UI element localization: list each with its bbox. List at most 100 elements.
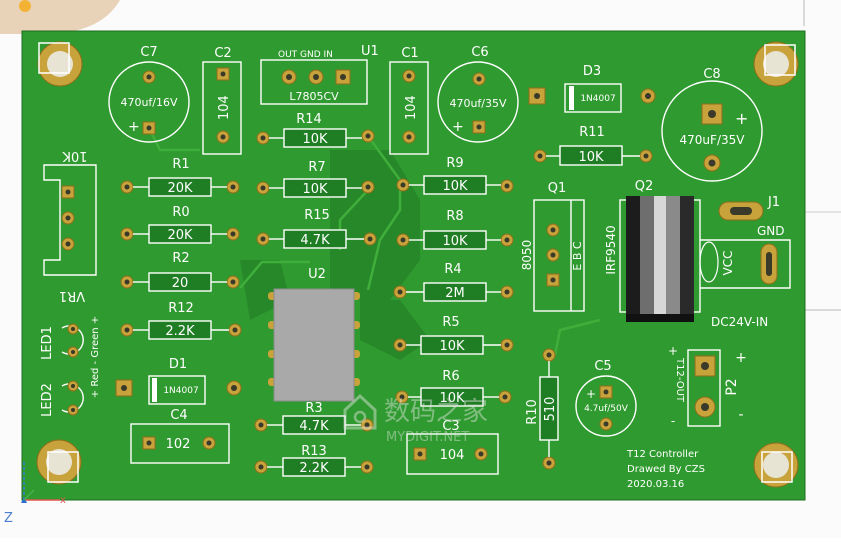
led-led2[interactable]: LED2 [40,380,84,417]
capacitor-c8[interactable]: C8 470uF/35V + [661,67,763,182]
r12-ref: R12 [168,301,194,316]
c8-value: 470uF/35V [680,133,746,147]
r8-value: 10K [442,234,468,249]
p2-plus-small: + [668,344,678,358]
j1-vcc-label: VCC [721,251,735,276]
c4-ref: C4 [170,408,187,423]
p2-plus: + [735,350,747,366]
resistor-r5[interactable]: R5 10K [393,315,514,355]
r0-ref: R0 [172,205,189,220]
r11-ref: R11 [579,125,605,140]
q1-pins: E B C [571,241,584,270]
regulator-u1[interactable]: OUT GND IN U1 L7805CV [260,44,379,105]
c3-ref: C3 [442,419,459,434]
resistor-r6[interactable]: R6 10K [395,369,512,407]
c7-ref: C7 [140,45,157,60]
capacitor-c7[interactable]: C7 470uf/16V + [108,45,190,143]
resistor-r1[interactable]: R1 20K [120,157,240,197]
capacitor-c5[interactable]: C5 4.7uf/50V + [575,359,637,437]
ic-u2[interactable]: U2 [268,267,360,402]
resistor-r9[interactable]: R9 10K [396,156,514,195]
r6-value: 10K [439,391,465,406]
origin-marker-icon [19,0,31,12]
d1-part: 1N4007 [163,386,198,396]
axis-z-label: Z [4,511,13,526]
resistor-r3[interactable]: R3 4.7K [254,401,374,435]
p2-minus-small: - [671,414,675,428]
connector-p2[interactable]: T12-OUT + - P2 + - [668,344,747,428]
mounting-hole-bottom-left [36,439,82,485]
r13-value: 2.2K [299,461,329,476]
r6-ref: R6 [442,369,459,384]
connector-j1[interactable]: J1 GND VCC DC24V-IN [699,195,791,329]
r7-value: 10K [302,182,328,197]
resistor-r2[interactable]: R2 20 [120,251,240,292]
led-color-label: + Red - Green + [90,316,101,398]
c2-ref: C2 [214,46,231,61]
c4-value: 102 [166,437,191,452]
capacitor-c4[interactable]: C4 102 [130,408,230,464]
j1-input-label: DC24V-IN [711,315,768,329]
r2-ref: R2 [172,251,189,266]
q1-ref: Q1 [548,181,567,196]
watermark-subtext: MYDIGIT.NET [386,430,469,445]
potentiometer-vr1[interactable]: 10K VR1 [43,148,97,303]
capacitor-c6[interactable]: C6 470uf/35V + [437,45,519,143]
u1-ref: U1 [361,44,379,59]
resistor-r4[interactable]: R4 2M [393,262,514,302]
resistor-r12[interactable]: R12 2.2K [120,301,242,340]
mosfet-q2[interactable]: Q2 IRF9540 [604,179,701,322]
q1-part: 8050 [520,240,534,271]
r15-value: 4.7K [300,233,330,248]
j1-gnd-label: GND [757,224,785,238]
r14-value: 10K [302,132,328,147]
led2-ref: LED2 [40,383,55,417]
r5-ref: R5 [442,315,459,330]
resistor-r10[interactable]: 510 R10 [525,348,559,470]
diode-d3[interactable]: D3 1N4007 [528,64,656,113]
r10-value: 510 [543,397,558,422]
watermark-logo-icon [343,393,377,430]
vr1-value: 10K [62,148,88,163]
svg-text:+: + [735,109,748,128]
credits-line3: 2020.03.16 [627,479,684,490]
resistor-r15[interactable]: R15 4.7K [256,208,377,249]
c2-value: 104 [217,95,232,120]
c6-ref: C6 [471,45,488,60]
mounting-hole-top-right [753,41,799,87]
u1-pins: OUT GND IN [278,50,333,60]
resistor-r14[interactable]: R14 10K [256,112,375,148]
u2-ref: U2 [308,267,326,282]
led1-ref: LED1 [40,326,55,360]
r2-value: 20 [172,276,189,291]
resistor-r8[interactable]: R8 10K [396,209,514,250]
resistor-r11[interactable]: R11 10K [533,125,653,166]
r4-ref: R4 [444,262,461,277]
u1-part: L7805CV [289,90,339,103]
capacitor-c3[interactable]: C3 104 [406,419,499,475]
svg-text:+: + [128,119,140,135]
d3-part: 1N4007 [580,94,615,104]
capacitor-c2[interactable]: C2 104 [202,46,242,155]
credits-line2: Drawed By CZS [627,464,705,475]
resistor-r13[interactable]: R13 2.2K [254,444,374,477]
transistor-q1[interactable]: Q1 8050 E B C [520,181,585,312]
board-credits: T12 Controller Drawed By CZS 2020.03.16 [626,449,705,490]
q2-ref: Q2 [635,179,654,194]
diode-d1[interactable]: D1 1N4007 [115,357,242,405]
capacitor-c1[interactable]: C1 104 [389,46,429,155]
mounting-hole-bottom-right [753,442,799,488]
resistor-r7[interactable]: R7 10K [256,160,375,198]
j1-ref: J1 [767,195,780,210]
c5-value: 4.7uf/50V [584,404,629,414]
c6-value: 470uf/35V [449,97,507,110]
mounting-hole-top-left [37,41,83,87]
r8-ref: R8 [446,209,463,224]
led-led1[interactable]: LED1 [40,323,84,360]
p2-label: T12-OUT [674,357,685,403]
p2-minus: - [738,407,743,423]
r15-ref: R15 [304,208,330,223]
resistor-r0[interactable]: R0 20K [120,205,240,244]
